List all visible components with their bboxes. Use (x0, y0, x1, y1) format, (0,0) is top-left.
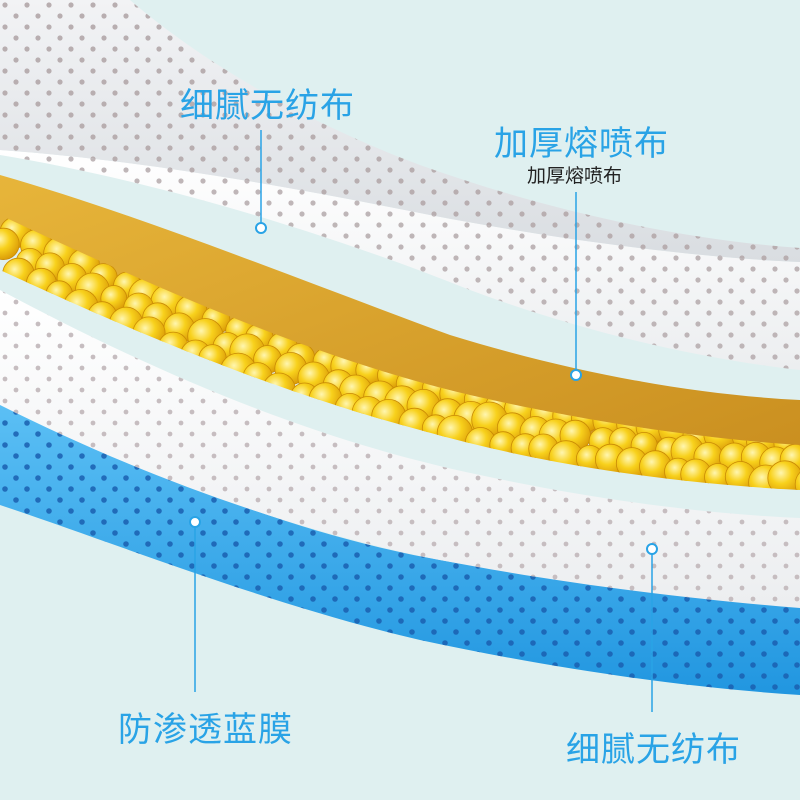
bead (0, 227, 20, 260)
dot-bottom-nonwoven (646, 543, 658, 555)
bead (794, 466, 800, 490)
dot-blue-film (189, 516, 201, 528)
bead (767, 460, 800, 490)
absorbent-beads (0, 216, 800, 490)
label-bottom-nonwoven: 细腻无纺布 (566, 730, 741, 770)
label-meltblown: 加厚熔喷布 (494, 124, 669, 164)
dot-meltblown (570, 369, 582, 381)
label-top-nonwoven: 细腻无纺布 (180, 86, 355, 126)
dot-top-nonwoven (255, 222, 267, 234)
meltblown-layer (0, 175, 800, 470)
leader-lines (194, 130, 653, 712)
label-blue-film: 防渗透蓝膜 (118, 710, 293, 750)
leader-dots (189, 222, 658, 555)
label-meltblown-sub: 加厚熔喷布 (527, 165, 623, 187)
